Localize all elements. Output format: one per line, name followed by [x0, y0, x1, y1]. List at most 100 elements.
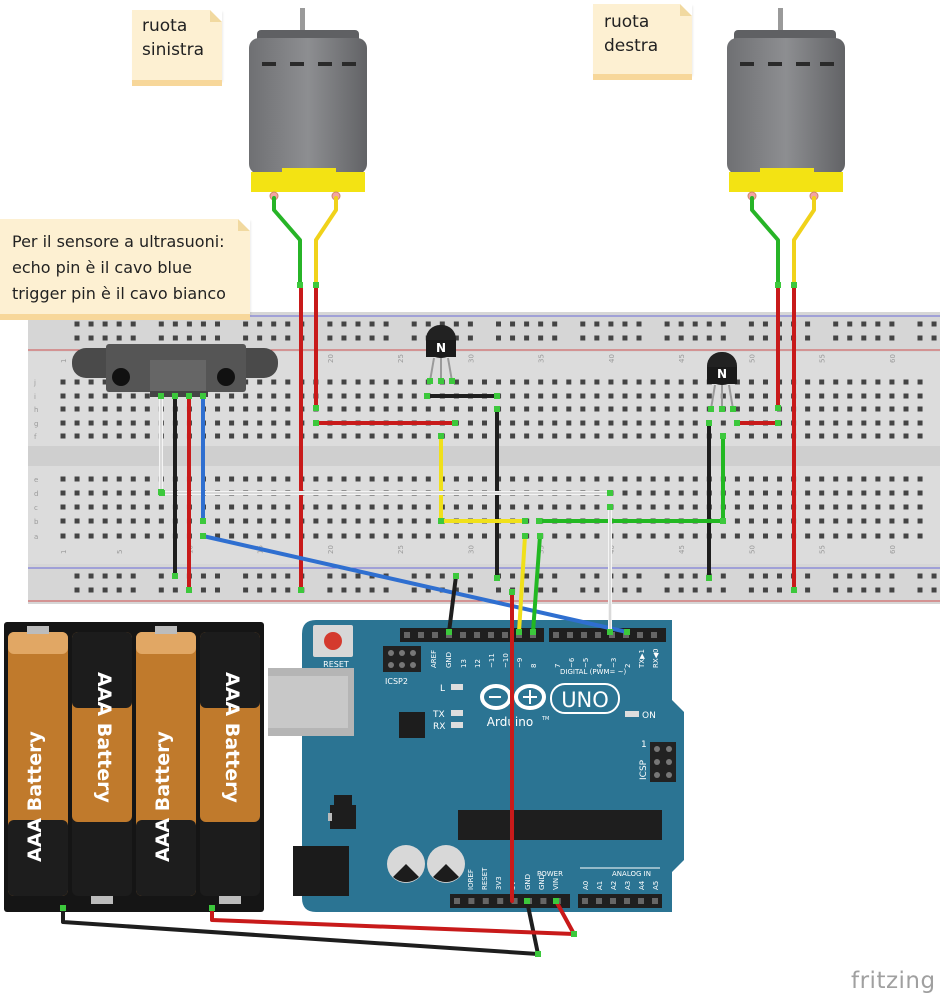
digital-pin-label: 13 [460, 659, 468, 668]
column-label: 5 [116, 550, 124, 554]
transistor-left: N [426, 325, 456, 382]
power-pin-label: IOREF [467, 869, 475, 890]
wire-endpoint [720, 433, 726, 439]
transistor-left-label: N [436, 341, 446, 355]
power-pin-label: 3V3 [495, 876, 503, 890]
wire-endpoint [298, 587, 304, 593]
ultrasonic-sensor [72, 344, 278, 397]
wire-endpoint [60, 905, 66, 911]
digital-pin-label: GND [445, 652, 453, 668]
digital-pin-label: ~10 [502, 653, 510, 668]
column-label: 20 [327, 354, 335, 363]
on-label: ON [642, 711, 656, 721]
transistor-right: N [707, 352, 737, 410]
wire-endpoint [446, 629, 452, 635]
battery-2-label: AAA Battery [93, 672, 115, 803]
wire-endpoint [172, 573, 178, 579]
wire-endpoint [449, 378, 455, 384]
column-label: 25 [397, 545, 405, 554]
row-label: f [34, 433, 37, 441]
row-label: g [34, 420, 38, 428]
wire-endpoint [530, 629, 536, 635]
row-label: e [34, 476, 38, 484]
digital-label: DIGITAL (PWM= ~) [560, 668, 626, 676]
row-label: j [33, 379, 36, 387]
wire-endpoint [708, 406, 714, 412]
wire-endpoint [453, 573, 459, 579]
wire-endpoint [494, 406, 500, 412]
note-sensor-line3: trigger pin è il cavo bianco [12, 284, 226, 303]
digital-pin-label: ~11 [488, 653, 496, 668]
wire-endpoint [522, 518, 528, 524]
note-right-wheel-line2: destra [604, 36, 659, 56]
led-l-label: L [440, 684, 445, 694]
wire-endpoint [775, 282, 781, 288]
battery-red-wire [210, 899, 576, 936]
left-motor [249, 8, 367, 201]
motor-leads [272, 196, 816, 287]
green-wire-pin8 [531, 534, 542, 634]
icsp-header [650, 742, 676, 782]
digital-pin-label: RX◀0 [652, 649, 660, 669]
column-label: 45 [678, 354, 686, 363]
row-label: h [34, 406, 38, 414]
column-label: 60 [889, 354, 897, 363]
wire-endpoint [607, 490, 613, 496]
note-left-wheel-line1: ruota [142, 16, 188, 36]
row-label: a [34, 533, 38, 541]
column-label: 35 [538, 545, 546, 554]
column-label: 60 [889, 545, 897, 554]
power-label: POWER [537, 870, 563, 878]
column-label: 25 [397, 354, 405, 363]
battery-black-wire [61, 899, 540, 956]
column-label: 40 [608, 354, 616, 363]
wire-endpoint [509, 589, 515, 595]
wire-endpoint [427, 378, 433, 384]
row-label: b [34, 518, 39, 526]
wire-endpoint [624, 629, 630, 635]
column-label: 50 [748, 354, 756, 363]
wire-endpoint [186, 587, 192, 593]
row-label: d [34, 490, 38, 498]
power-pin-label: GND [538, 874, 546, 890]
wire-endpoint [313, 282, 319, 288]
column-label: 35 [538, 354, 546, 363]
digital-pin-label: ~6 [568, 657, 576, 668]
wire-endpoint [424, 393, 430, 399]
digital-pin-label: ~9 [516, 658, 524, 668]
wire-endpoint [524, 898, 530, 904]
wire-endpoint [734, 420, 740, 426]
column-label: 20 [327, 545, 335, 554]
arduino-model: UNO [561, 688, 609, 712]
wire-endpoint [438, 433, 444, 439]
digital-pin-label: TX▶1 [638, 649, 646, 669]
digital-pin-label: 4 [596, 663, 604, 668]
note-sensor-line2: echo pin è il cavo blue [12, 258, 192, 277]
column-label: 55 [819, 354, 827, 363]
digital-pin-label: 12 [474, 659, 482, 668]
note-left-wheel: ruota sinistra [132, 10, 222, 86]
digital-pin-label: 8 [530, 664, 538, 668]
wire-endpoint [313, 420, 319, 426]
digital-pin-label: 7 [554, 664, 562, 668]
battery-1-label: AAA Battery [24, 731, 46, 862]
wire-endpoint [522, 533, 528, 539]
wire-endpoint [494, 575, 500, 581]
note-sensor-pins: Per il sensore a ultrasuoni: echo pin è … [0, 219, 250, 320]
reset-button-label: RESET [323, 660, 349, 669]
wire-endpoint [172, 393, 178, 399]
column-label: 45 [678, 545, 686, 554]
wire-endpoint [791, 587, 797, 593]
wire-endpoint [607, 629, 613, 635]
wire-endpoint [571, 931, 577, 937]
note-right-wheel: ruota destra [593, 4, 692, 80]
column-label: 1 [60, 359, 68, 363]
battery-3-label: AAA Battery [152, 731, 174, 862]
battery-pack: AAA Battery AAA Battery AAA Battery AAA … [4, 622, 264, 912]
wire-endpoint [536, 518, 542, 524]
wire-endpoint [719, 406, 725, 412]
wire-endpoint [158, 393, 164, 399]
